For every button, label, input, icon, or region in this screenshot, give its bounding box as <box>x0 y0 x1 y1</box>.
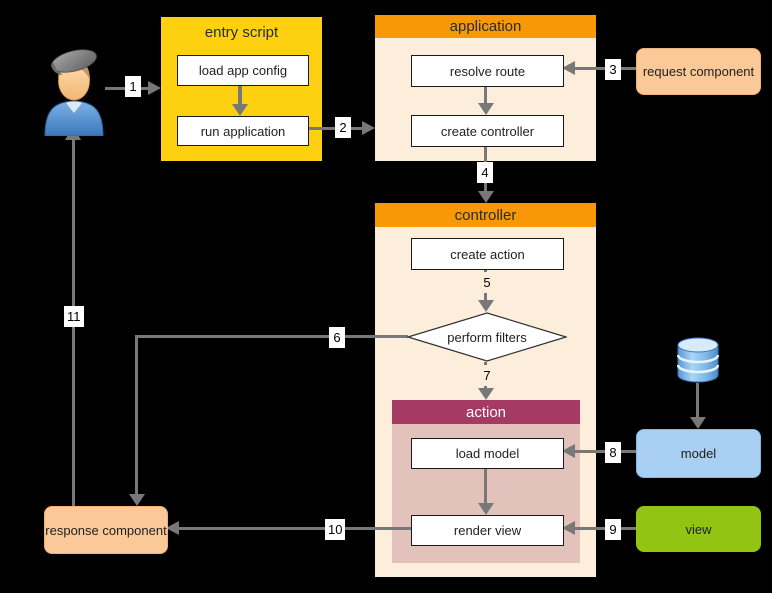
arrow-9-head <box>562 521 575 535</box>
database-arrow-line <box>696 383 699 419</box>
application-internal-arrow-head <box>478 103 494 115</box>
database-icon <box>676 337 720 383</box>
step-badge-5: 5 <box>479 272 495 293</box>
entry-internal-arrow-head <box>232 104 248 116</box>
request-component-box: request component <box>636 48 761 95</box>
action-panel-header: action <box>392 400 580 424</box>
create-controller-step: create controller <box>411 115 564 147</box>
user-icon <box>41 46 107 137</box>
render-view-step: render view <box>411 515 564 546</box>
step-badge-9: 9 <box>605 519 621 540</box>
step-badge-1: 1 <box>125 76 141 97</box>
step-badge-7: 7 <box>479 365 495 386</box>
arrow-3-head <box>562 61 575 75</box>
step-badge-2: 2 <box>335 117 351 138</box>
arrow-10-head <box>166 521 179 535</box>
arrow-7-head <box>478 388 494 400</box>
view-box: view <box>636 506 761 552</box>
action-internal-arrow-head <box>478 503 494 515</box>
arrow-6-vline <box>135 335 138 496</box>
run-application-step: run application <box>177 116 309 146</box>
arrow-2-head <box>362 121 375 135</box>
response-component-box: response component <box>44 506 168 554</box>
step-badge-11: 11 <box>64 306 84 327</box>
arrow-4-head <box>478 191 494 203</box>
step-badge-10: 10 <box>325 519 346 540</box>
arrow-5-head <box>478 300 494 312</box>
step-badge-3: 3 <box>605 59 621 80</box>
create-action-step: create action <box>411 238 564 270</box>
arrow-6-head <box>129 494 145 506</box>
perform-filters-decision: perform filters <box>405 312 569 362</box>
load-app-config-step: load app config <box>177 55 309 86</box>
arrow-1-head <box>148 81 161 95</box>
arrow-6-hline <box>135 335 408 338</box>
entry-internal-arrow-line <box>238 84 242 106</box>
entry-script-title: entry script <box>204 24 279 41</box>
arrow-8-head <box>562 444 575 458</box>
application-internal-arrow-line <box>484 85 487 105</box>
diamond-shape <box>405 312 569 362</box>
model-box: model <box>636 429 761 478</box>
step-badge-6: 6 <box>329 327 345 348</box>
action-internal-arrow-line <box>484 467 487 505</box>
step-badge-8: 8 <box>605 442 621 463</box>
controller-panel-header: controller <box>375 203 596 227</box>
resolve-route-step: resolve route <box>411 55 564 87</box>
application-panel-header: application <box>375 15 596 38</box>
perform-filters-label: perform filters <box>447 329 527 345</box>
arrow-10-line <box>178 527 411 530</box>
step-badge-4: 4 <box>477 162 493 183</box>
database-arrow-head <box>690 417 706 429</box>
load-model-step: load model <box>411 438 564 469</box>
